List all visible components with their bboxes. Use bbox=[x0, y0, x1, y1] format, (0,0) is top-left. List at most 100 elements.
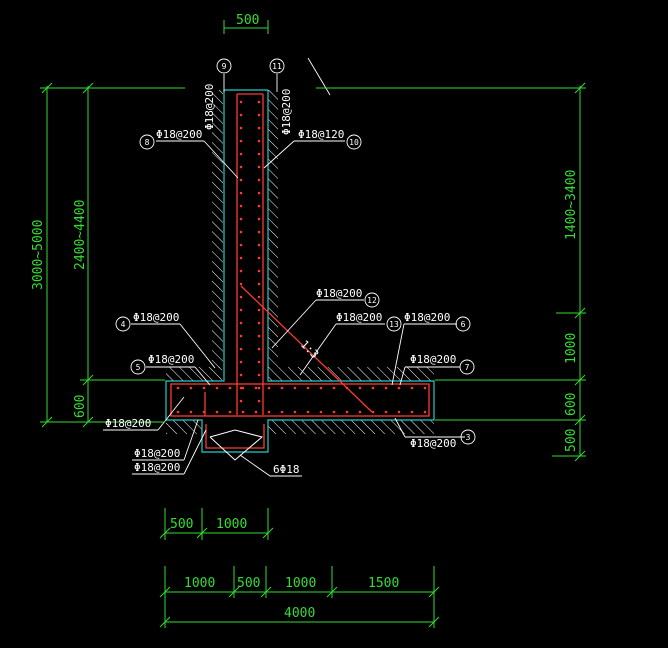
rebar-dot bbox=[239, 373, 243, 377]
rebar-dot bbox=[410, 386, 414, 390]
marker-7: 7 bbox=[465, 363, 470, 372]
rebar-dot bbox=[239, 282, 243, 286]
rebar-dot bbox=[332, 410, 336, 414]
marker-6: 6 bbox=[461, 320, 466, 329]
leader-lines bbox=[103, 57, 465, 477]
label-bar8: Φ18@200 bbox=[156, 128, 202, 141]
dim-right-top: 1400~3400 bbox=[564, 170, 579, 240]
marker-10: 10 bbox=[349, 138, 359, 147]
dim-left-bottom: 600 bbox=[73, 395, 88, 418]
rebar-dot bbox=[254, 386, 258, 390]
marker-9: 9 bbox=[222, 62, 227, 71]
rebar-dot bbox=[280, 386, 284, 390]
rebar-dot bbox=[280, 410, 284, 414]
rebar-dot bbox=[239, 165, 243, 169]
rebar-dot bbox=[410, 410, 414, 414]
rebar-dot bbox=[257, 139, 261, 143]
rebar-dot bbox=[293, 410, 297, 414]
rebar-dot bbox=[241, 410, 245, 414]
marker-8: 8 bbox=[145, 138, 150, 147]
rebar-dot bbox=[239, 269, 243, 273]
rebar-dot bbox=[397, 410, 401, 414]
rebar-dot bbox=[384, 386, 388, 390]
rebar-dot bbox=[257, 100, 261, 104]
label-key-bar1: Φ18@200 bbox=[134, 447, 180, 460]
label-bar5: Φ18@200 bbox=[148, 353, 194, 366]
rebar-dot bbox=[257, 165, 261, 169]
rebar-dot bbox=[215, 386, 219, 390]
label-bar13: Φ18@200 bbox=[336, 311, 382, 324]
dim-bottom-row2-a: 1000 bbox=[184, 576, 215, 591]
label-bar10: Φ18@120 bbox=[298, 128, 344, 141]
rebar-dot bbox=[239, 386, 243, 390]
rebar-dot bbox=[257, 113, 261, 117]
rebar-dot bbox=[267, 410, 271, 414]
rebar-dot bbox=[228, 410, 232, 414]
rebar-dot bbox=[239, 295, 243, 299]
label-key-stirrup: 6Φ18 bbox=[273, 463, 300, 476]
dim-bottom-row1-b: 1000 bbox=[216, 517, 247, 532]
rebar-dot bbox=[423, 386, 427, 390]
rebar-dot bbox=[267, 386, 271, 390]
label-bar12: Φ18@200 bbox=[316, 287, 362, 300]
label-bar4: Φ18@200 bbox=[133, 311, 179, 324]
rebar-dot bbox=[306, 410, 310, 414]
rebar-dot bbox=[384, 410, 388, 414]
dim-left-outer: 3000~5000 bbox=[31, 220, 46, 290]
rebar-dot bbox=[257, 243, 261, 247]
rebar-dot bbox=[257, 308, 261, 312]
label-bar9-vertical: Φ18@200 bbox=[203, 84, 216, 130]
rebar-dot bbox=[257, 295, 261, 299]
label-bar6: Φ18@200 bbox=[404, 311, 450, 324]
dim-bottom-row2-d: 1500 bbox=[368, 576, 399, 591]
rebar-dot bbox=[241, 386, 245, 390]
rebar-dot bbox=[176, 386, 180, 390]
label-bar3: Φ18@200 bbox=[410, 437, 456, 450]
marker-4: 4 bbox=[121, 320, 126, 329]
rebar-dot bbox=[257, 217, 261, 221]
rebar-dot bbox=[345, 410, 349, 414]
rebar-dot bbox=[257, 191, 261, 195]
rebar-dot bbox=[228, 386, 232, 390]
rebar-dot bbox=[257, 347, 261, 351]
rebar-dot bbox=[239, 113, 243, 117]
rebar-dot bbox=[215, 410, 219, 414]
rebar-dot bbox=[239, 321, 243, 325]
dim-right-bottom: 500 bbox=[564, 429, 579, 452]
rebar-dot bbox=[239, 243, 243, 247]
rebar-dot bbox=[345, 386, 349, 390]
marker-5: 5 bbox=[136, 363, 141, 372]
rebar-dot bbox=[254, 410, 258, 414]
rebar-annotations: Φ18@200 Φ18@120 Φ18@200 Φ18@200 Φ18@200 … bbox=[105, 84, 456, 476]
rebar-dot bbox=[257, 256, 261, 260]
rebar-dot bbox=[257, 230, 261, 234]
rebar-dot bbox=[239, 347, 243, 351]
dim-top: 500 bbox=[236, 13, 259, 28]
label-bar11-vertical: Φ18@200 bbox=[280, 89, 293, 135]
rebar-dot bbox=[239, 126, 243, 130]
rebar-dot bbox=[257, 386, 261, 390]
rebar-dot bbox=[239, 152, 243, 156]
rebar-dot bbox=[257, 399, 261, 403]
rebar-dot bbox=[239, 399, 243, 403]
rebar-dot bbox=[202, 386, 206, 390]
rebar-dot bbox=[319, 410, 323, 414]
marker-13: 13 bbox=[389, 320, 399, 329]
rebar-dot bbox=[257, 126, 261, 130]
rebar-dot bbox=[257, 360, 261, 364]
label-bar7: Φ18@200 bbox=[410, 353, 456, 366]
rebar-dot bbox=[257, 373, 261, 377]
rebar-dot bbox=[239, 334, 243, 338]
rebar-dot bbox=[239, 100, 243, 104]
marker-11: 11 bbox=[272, 62, 282, 71]
label-left-low: Φ18@200 bbox=[105, 417, 151, 430]
rebar-dot bbox=[189, 386, 193, 390]
rebar-dot bbox=[371, 386, 375, 390]
rebar-dot bbox=[239, 217, 243, 221]
rebar-dot bbox=[239, 178, 243, 182]
rebar-dot bbox=[358, 410, 362, 414]
rebar-dot bbox=[239, 230, 243, 234]
rebar-dot bbox=[423, 410, 427, 414]
rebar-dot bbox=[239, 360, 243, 364]
